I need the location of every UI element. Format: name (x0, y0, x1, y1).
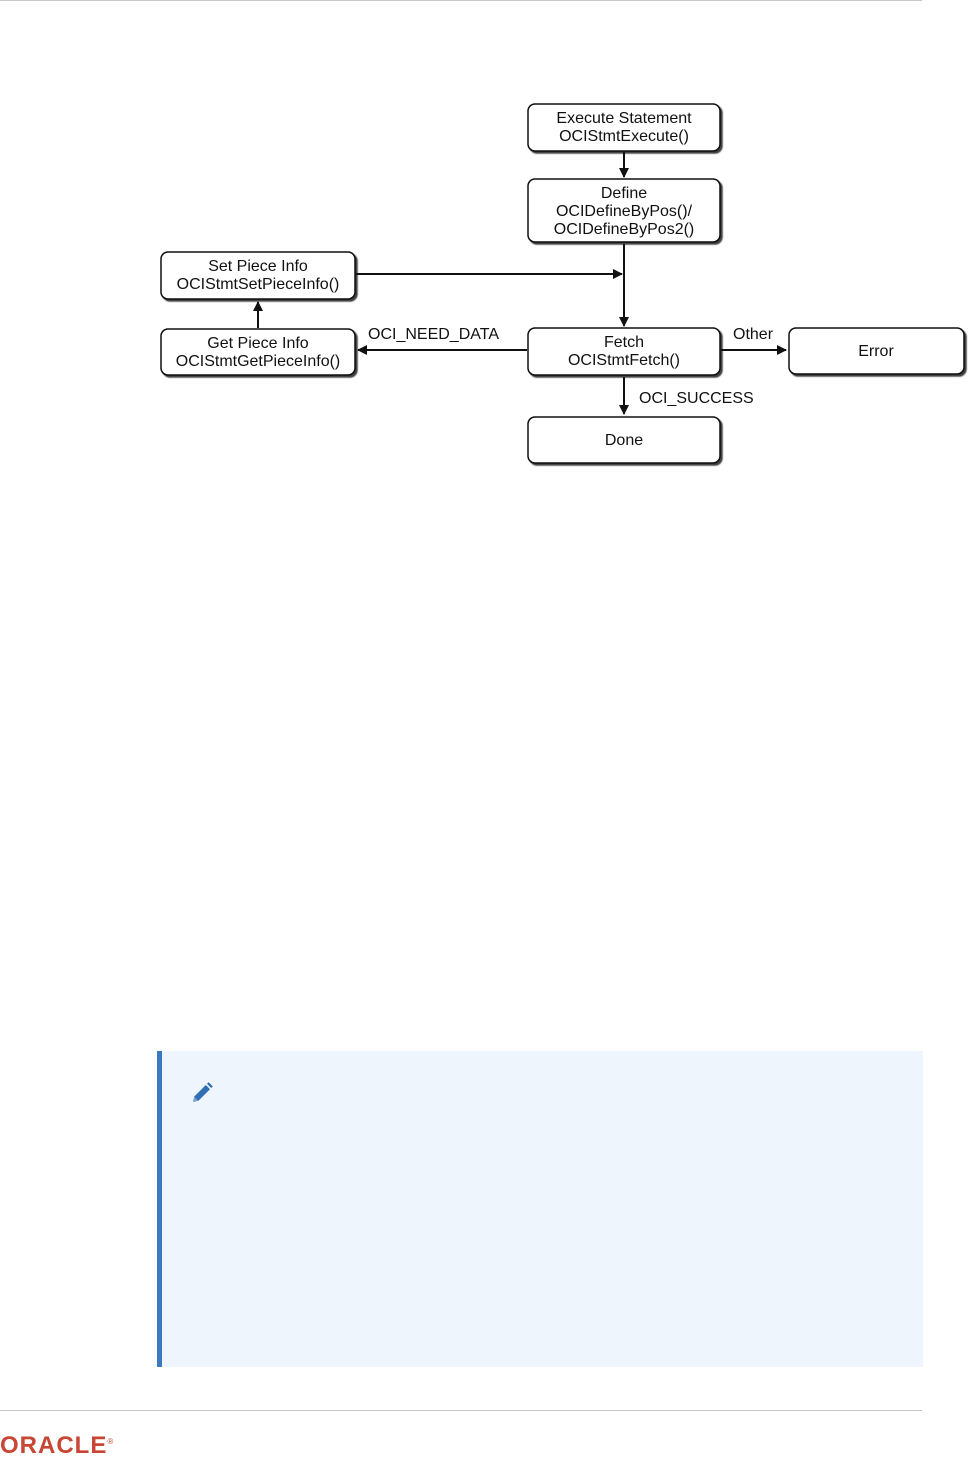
footer-rule (0, 1410, 922, 1411)
registered-mark: ® (107, 1437, 114, 1446)
node-label: Set Piece Info (208, 258, 308, 275)
node-label: Done (605, 432, 643, 449)
node-error: Error (788, 327, 965, 375)
node-get-piece-info: Get Piece Info OCIStmtGetPieceInfo() (160, 328, 356, 376)
node-label: Execute Statement (556, 110, 692, 127)
node-label: OCIDefineByPos()/ (556, 203, 693, 220)
node-label: OCIStmtExecute() (559, 128, 689, 145)
node-label: Fetch (604, 334, 644, 351)
node-label: OCIDefineByPos2() (554, 221, 695, 238)
node-label: OCIStmtFetch() (568, 352, 680, 369)
edge-label-success: OCI_SUCCESS (639, 390, 754, 407)
flow-diagram: Execute Statement OCIStmtExecute() Defin… (160, 103, 965, 464)
pencil-icon (193, 1082, 213, 1102)
logo-text: ORACLE (0, 1432, 108, 1459)
edge-label-need-data: OCI_NEED_DATA (368, 326, 499, 343)
node-label: Define (601, 185, 647, 202)
header-rule (0, 0, 922, 1)
node-execute-statement: Execute Statement OCIStmtExecute() (527, 103, 721, 152)
node-fetch: Fetch OCIStmtFetch() (527, 327, 721, 376)
node-define: Define OCIDefineByPos()/ OCIDefineByPos2… (527, 178, 721, 243)
node-label: OCIStmtGetPieceInfo() (176, 353, 341, 370)
node-label: Error (858, 343, 894, 360)
node-done: Done (527, 416, 721, 464)
oracle-logo: ORACLE® (0, 1432, 113, 1460)
note-box (157, 1051, 923, 1367)
edge-label-other: Other (733, 326, 774, 343)
node-set-piece-info: Set Piece Info OCIStmtSetPieceInfo() (160, 251, 356, 300)
node-label: Get Piece Info (207, 335, 308, 352)
node-label: OCIStmtSetPieceInfo() (177, 276, 340, 293)
